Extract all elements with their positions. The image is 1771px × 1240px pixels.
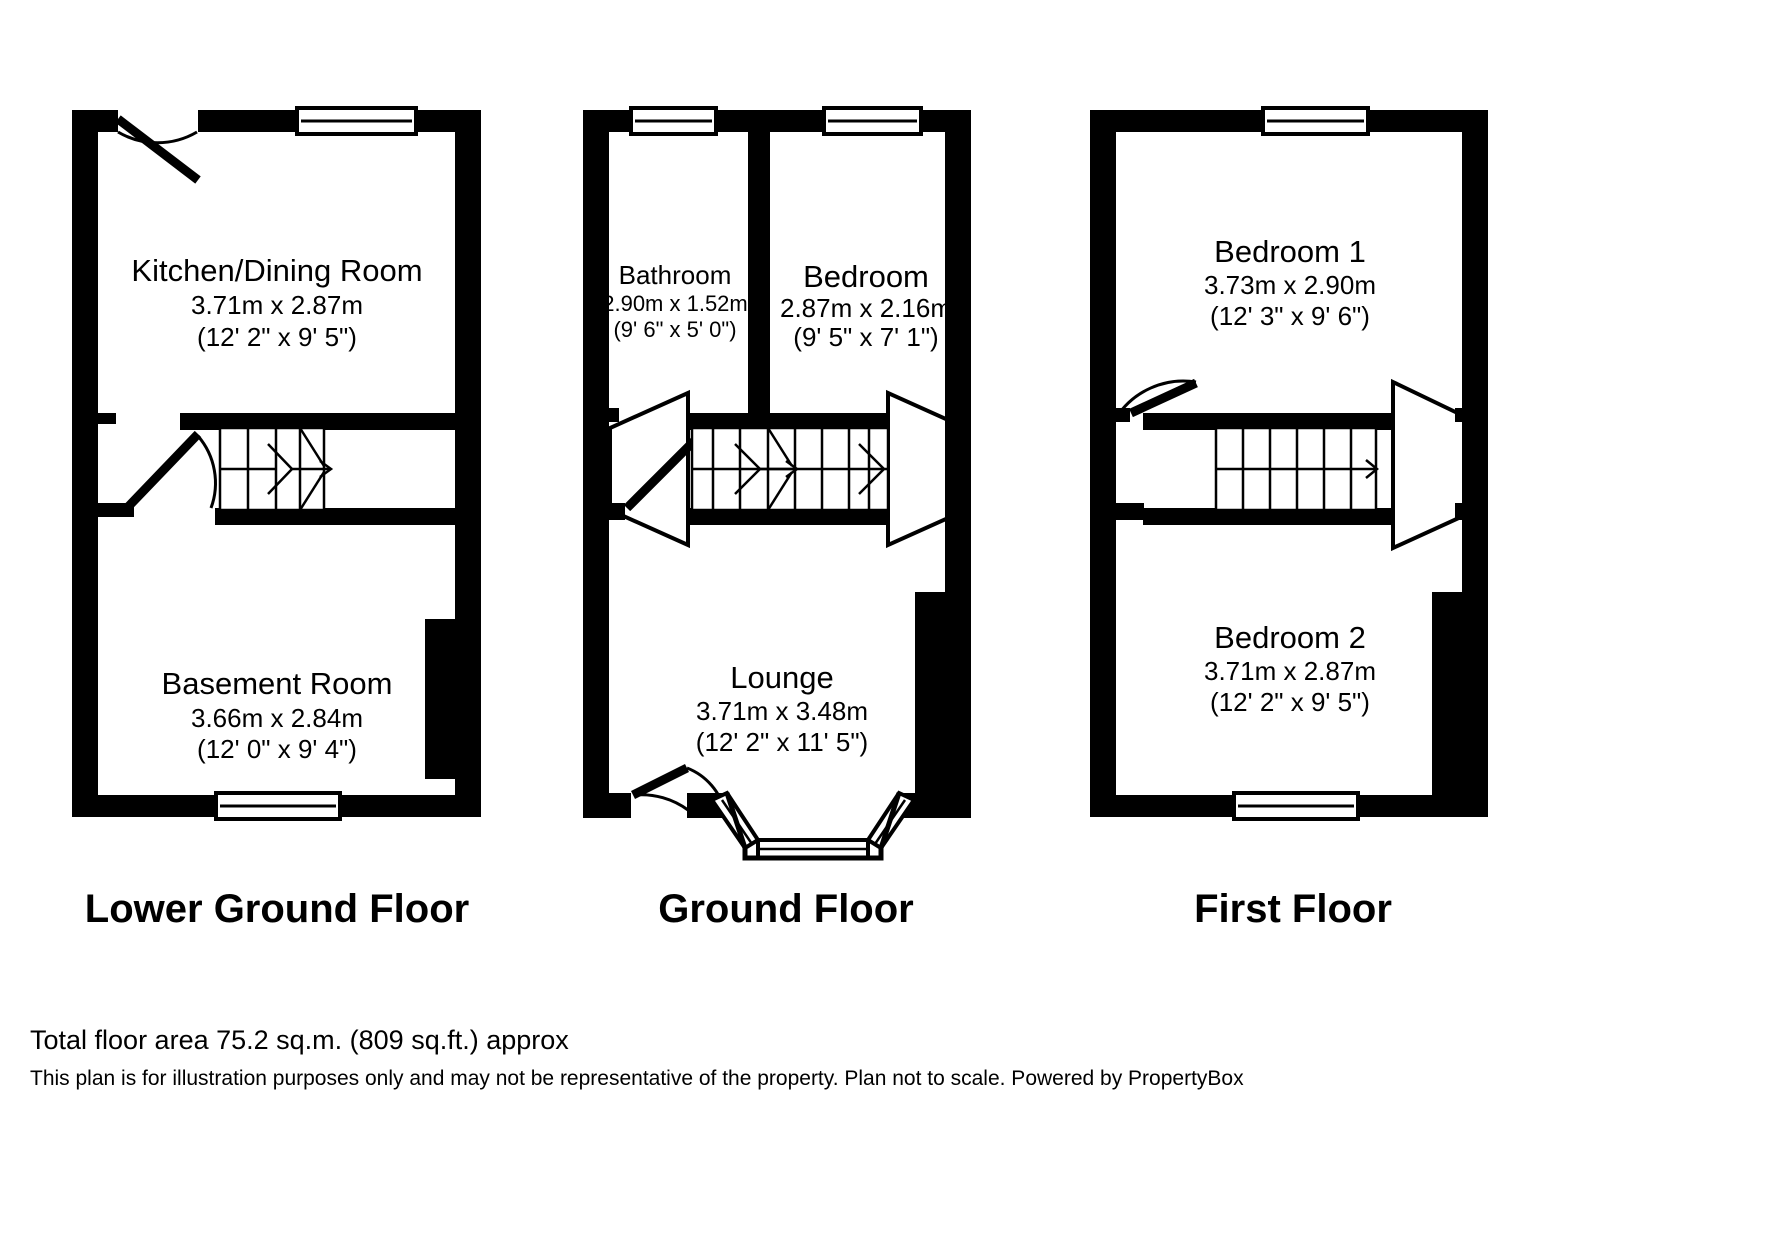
wall-stub-upper (92, 413, 116, 424)
door-left-icon (1114, 378, 1198, 419)
floor-ground: Bathroom 2.90m x 1.52m (9' 6" x 5' 0") B… (583, 106, 971, 931)
room-dim-imperial-lounge: (12' 2" x 11' 5") (696, 727, 868, 757)
bay-window-icon (709, 790, 917, 861)
wall-stair-bottom (688, 508, 888, 525)
floor-title-first: First Floor (1194, 887, 1392, 931)
wall-bottom-left-corner (583, 793, 609, 818)
wall-top-left (583, 110, 631, 132)
wall-top-mid (198, 110, 297, 132)
wall-stub-lower (92, 503, 134, 517)
window-bedroom-icon (822, 106, 923, 136)
room-dim-imperial-basement-room: (12' 0" x 9' 4") (197, 734, 357, 764)
room-label-bathroom: Bathroom (619, 260, 732, 290)
wall-stair-top (180, 413, 481, 430)
room-dim-imperial-kitchen-dining-room: (12' 2" x 9' 5") (197, 322, 357, 352)
total-floor-area-text: Total floor area 75.2 sq.m. (809 sq.ft.)… (30, 1025, 569, 1055)
bathroom-door-icon (608, 389, 690, 549)
disclaimer-text: This plan is for illustration purposes o… (30, 1067, 1244, 1090)
room-dim-metric-lounge: 3.71m x 3.48m (696, 696, 868, 726)
room-dim-metric-bedroom-2: 3.71m x 2.87m (1204, 656, 1376, 686)
floor-title-ground: Ground Floor (658, 887, 914, 931)
window-bottom-icon (214, 791, 342, 821)
room-label-basement-room: Basement Room (162, 666, 393, 701)
staircase-icon (1214, 426, 1379, 512)
window-top-icon (295, 106, 418, 136)
room-dim-metric-basement-room: 3.66m x 2.84m (191, 703, 363, 733)
wall-stub-left-lower (1110, 503, 1144, 520)
window-top-icon (1261, 106, 1370, 136)
chimney-breast (1432, 592, 1464, 804)
entry-door-icon (115, 115, 201, 184)
door-right-icon (1391, 378, 1474, 552)
wall-top-right (416, 110, 481, 132)
wall-bottom-right (340, 795, 481, 817)
room-dim-imperial-bedroom: (9' 5" x 7' 1") (793, 322, 938, 352)
wall-stub-right-upper (947, 408, 969, 422)
chimney-breast (425, 619, 457, 779)
wall-stair-top (688, 413, 888, 430)
wall-top-right (921, 110, 971, 132)
wall-right (455, 110, 481, 817)
wall-stair-top (1143, 413, 1393, 430)
room-label-lounge: Lounge (730, 660, 833, 695)
wall-top-left-stub (72, 110, 118, 132)
room-dim-imperial-bedroom-1: (12' 3" x 9' 6") (1210, 301, 1370, 331)
room-label-bedroom-1: Bedroom 1 (1214, 234, 1366, 269)
room-dim-metric-bedroom-1: 3.73m x 2.90m (1204, 270, 1376, 300)
room-label-bedroom-2: Bedroom 2 (1214, 620, 1366, 655)
wall-stair-bottom (215, 508, 481, 525)
room-dim-imperial-bedroom-2: (12' 2" x 9' 5") (1210, 687, 1370, 717)
wall-stub-left-upper (603, 408, 619, 422)
floor-lower-ground: Kitchen/Dining Room 3.71m x 2.87m (12' 2… (72, 106, 481, 931)
wall-top-left (1090, 110, 1263, 132)
staircase-icon (690, 426, 890, 512)
wall-left (72, 110, 98, 817)
wall-stair-bottom (1143, 508, 1393, 525)
floor-title-lower-ground: Lower Ground Floor (85, 887, 469, 931)
room-dim-metric-bedroom: 2.87m x 2.16m (780, 293, 952, 323)
wall-bottom-right (1358, 795, 1488, 817)
wall-divider-upper (748, 110, 770, 413)
wall-left (583, 110, 609, 818)
wall-bottom-left (72, 795, 216, 817)
chimney-breast (915, 592, 947, 804)
staircase-icon (218, 426, 334, 512)
room-dim-metric-kitchen-dining-room: 3.71m x 2.87m (191, 290, 363, 320)
wall-top-right (1368, 110, 1488, 132)
internal-door-icon (123, 430, 217, 512)
floor-first: Bedroom 1 3.73m x 2.90m (12' 3" x 9' 6")… (1090, 106, 1488, 931)
room-label-bedroom: Bedroom (803, 259, 929, 294)
window-bathroom-icon (629, 106, 718, 136)
room-label-kitchen-dining-room: Kitchen/Dining Room (131, 253, 422, 288)
room-dim-metric-bathroom: 2.90m x 1.52m (602, 291, 748, 316)
wall-bottom-left (1090, 795, 1234, 817)
wall-right (1462, 110, 1488, 817)
room-dim-imperial-bathroom: (9' 6" x 5' 0") (613, 317, 736, 342)
window-bottom-icon (1232, 791, 1360, 821)
wall-left (1090, 110, 1116, 817)
wall-stub-left-upper (1110, 408, 1130, 422)
